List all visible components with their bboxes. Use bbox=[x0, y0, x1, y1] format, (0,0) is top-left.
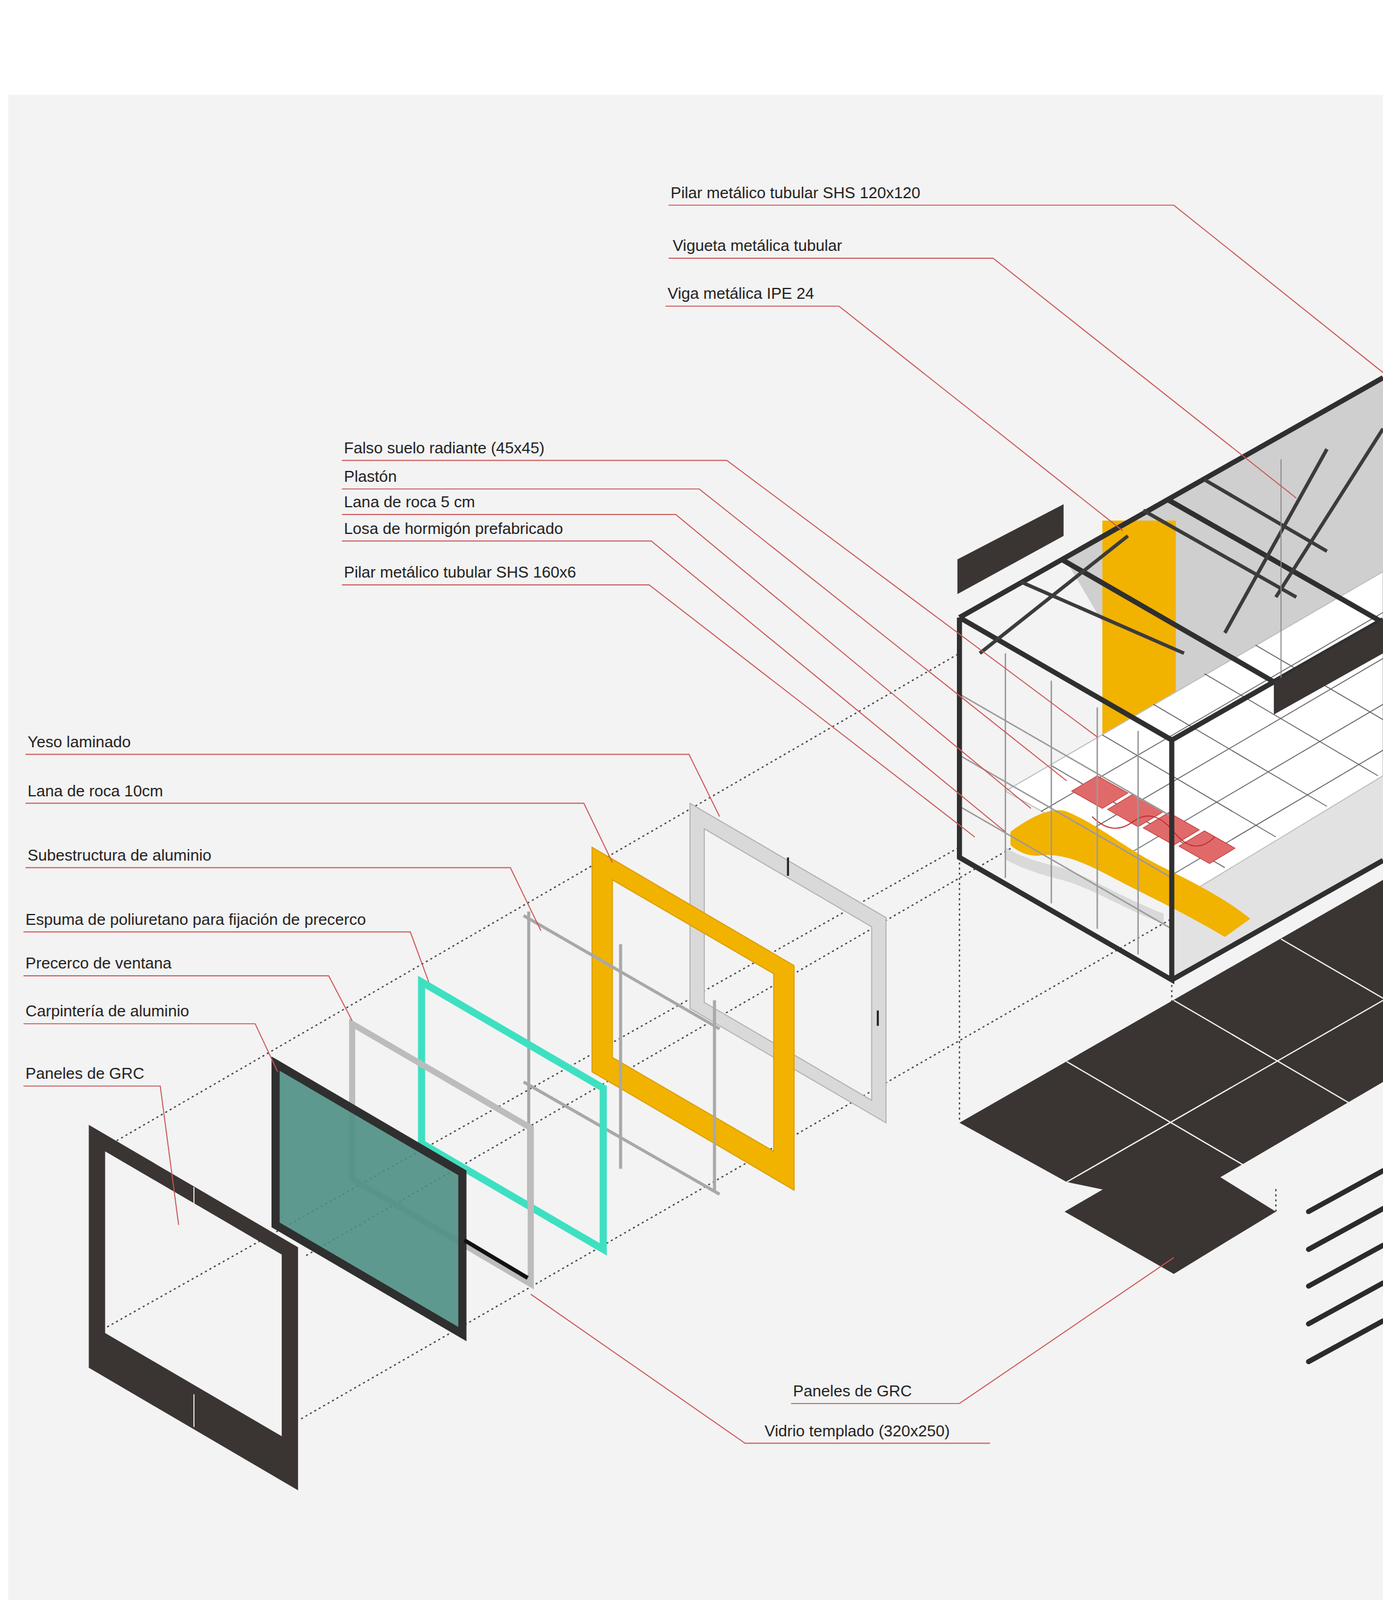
steel-structure bbox=[1020, 581, 1184, 654]
leader-lines bbox=[341, 489, 1067, 782]
steel-structure bbox=[959, 377, 1383, 980]
steel-structure bbox=[1123, 704, 1383, 858]
part-label: Lana de roca 5 cm bbox=[344, 492, 476, 511]
aluminium-substructure bbox=[523, 915, 720, 1030]
part-label: Carpintería de aluminio bbox=[25, 1002, 190, 1021]
grc-floor-panels bbox=[1308, 1283, 1383, 1324]
part-label: Precerco de ventana bbox=[25, 954, 172, 973]
leader-lines bbox=[530, 1294, 991, 1444]
grc-panel-frame bbox=[193, 1187, 195, 1215]
steel-structure bbox=[959, 806, 1172, 930]
steel-structure bbox=[1137, 730, 1139, 955]
leader-lines bbox=[25, 754, 720, 817]
grc-panel-frame bbox=[89, 1124, 299, 1491]
grc-panel-frame bbox=[89, 1124, 299, 1491]
part-label: Espuma de poliuretano para fijación de p… bbox=[25, 910, 367, 929]
leader-lines bbox=[341, 514, 1031, 809]
steel-structure bbox=[1171, 860, 1383, 980]
steel-structure bbox=[1273, 619, 1383, 715]
grc-panel-frame bbox=[193, 1394, 195, 1428]
projection-lines bbox=[1275, 1189, 1277, 1215]
part-label: Paneles de GRC bbox=[793, 1381, 913, 1400]
part-label: Pilar metálico tubular SHS 160x6 bbox=[344, 563, 577, 582]
leader-lines bbox=[23, 975, 353, 1021]
steel-structure bbox=[959, 653, 1172, 955]
part-label: Paneles de GRC bbox=[25, 1064, 145, 1084]
steel-structure bbox=[959, 693, 1172, 817]
aluminium-window bbox=[464, 1239, 528, 1278]
part-label: Viga metálica IPE 24 bbox=[667, 284, 814, 304]
part-label: Falso suelo radiante (45x45) bbox=[344, 438, 545, 457]
part-label: Vigueta metálica tubular bbox=[672, 236, 843, 256]
steel-structure bbox=[1081, 658, 1383, 835]
steel-structure bbox=[1275, 428, 1383, 597]
leader-lines bbox=[341, 584, 975, 837]
grc-floor-panels bbox=[1066, 938, 1383, 1205]
steel-structure bbox=[1280, 459, 1282, 705]
grc-floor-panels bbox=[1066, 1000, 1383, 1183]
steel-structure bbox=[1041, 612, 1383, 812]
part-label: Pilar metálico tubular SHS 120x120 bbox=[670, 183, 921, 202]
aluminium-substructure bbox=[523, 1081, 720, 1194]
aluminium-window bbox=[275, 1063, 528, 1334]
leader-lines bbox=[25, 867, 542, 931]
part-label: Lana de roca 10cm bbox=[27, 781, 163, 800]
grc-floor-panels bbox=[1064, 1148, 1277, 1274]
steel-structure bbox=[1102, 735, 1276, 837]
part-label: Subestructura de aluminio bbox=[27, 846, 211, 865]
part-label: Plastón bbox=[344, 467, 397, 486]
steel-structure bbox=[1168, 499, 1383, 623]
steel-structure bbox=[959, 617, 1172, 980]
leader-lines bbox=[665, 306, 1124, 531]
aluminium-window bbox=[275, 1063, 463, 1334]
leader-lines bbox=[341, 460, 1097, 737]
leader-lines bbox=[23, 1086, 179, 1225]
steel-structure bbox=[957, 377, 1383, 980]
steel-structure bbox=[1061, 559, 1274, 682]
aluminium-substructure bbox=[712, 1000, 716, 1193]
yeso-laminado-frame bbox=[787, 857, 790, 876]
yeso-laminado-frame bbox=[876, 1010, 879, 1026]
part-label: Vidrio templado (320x250) bbox=[764, 1421, 950, 1440]
steel-structure bbox=[1096, 707, 1098, 929]
leader-lines bbox=[23, 205, 1383, 1444]
steel-structure bbox=[1163, 750, 1383, 880]
steel-structure bbox=[1153, 704, 1327, 807]
leader-lines bbox=[23, 1023, 278, 1072]
grc-floor-panels bbox=[1308, 1170, 1383, 1362]
steel-structure bbox=[1050, 680, 1053, 904]
grc-floor-panels bbox=[1308, 1320, 1383, 1362]
steel-structure bbox=[957, 504, 1064, 594]
steel-structure bbox=[1204, 479, 1327, 552]
ground bbox=[7, 95, 1383, 1600]
steel-structure bbox=[959, 755, 1172, 878]
steel-structure bbox=[1171, 619, 1383, 740]
grc-floor-panels bbox=[1308, 1170, 1383, 1212]
leader-lines bbox=[790, 1257, 1174, 1404]
part-label: Losa de hormigón prefabricado bbox=[344, 519, 564, 538]
leader-lines bbox=[23, 932, 430, 983]
grc-floor-panels bbox=[1308, 1208, 1383, 1250]
steel-structure bbox=[1178, 830, 1236, 864]
aluminium-substructure bbox=[618, 944, 622, 1170]
steel-structure bbox=[1004, 653, 1007, 879]
projection-lines bbox=[958, 857, 960, 1124]
steel-structure bbox=[1143, 510, 1297, 597]
part-label: Yeso laminado bbox=[27, 732, 131, 751]
grc-floor-panels bbox=[1308, 1245, 1383, 1287]
grc-floor-panels bbox=[1281, 938, 1383, 999]
